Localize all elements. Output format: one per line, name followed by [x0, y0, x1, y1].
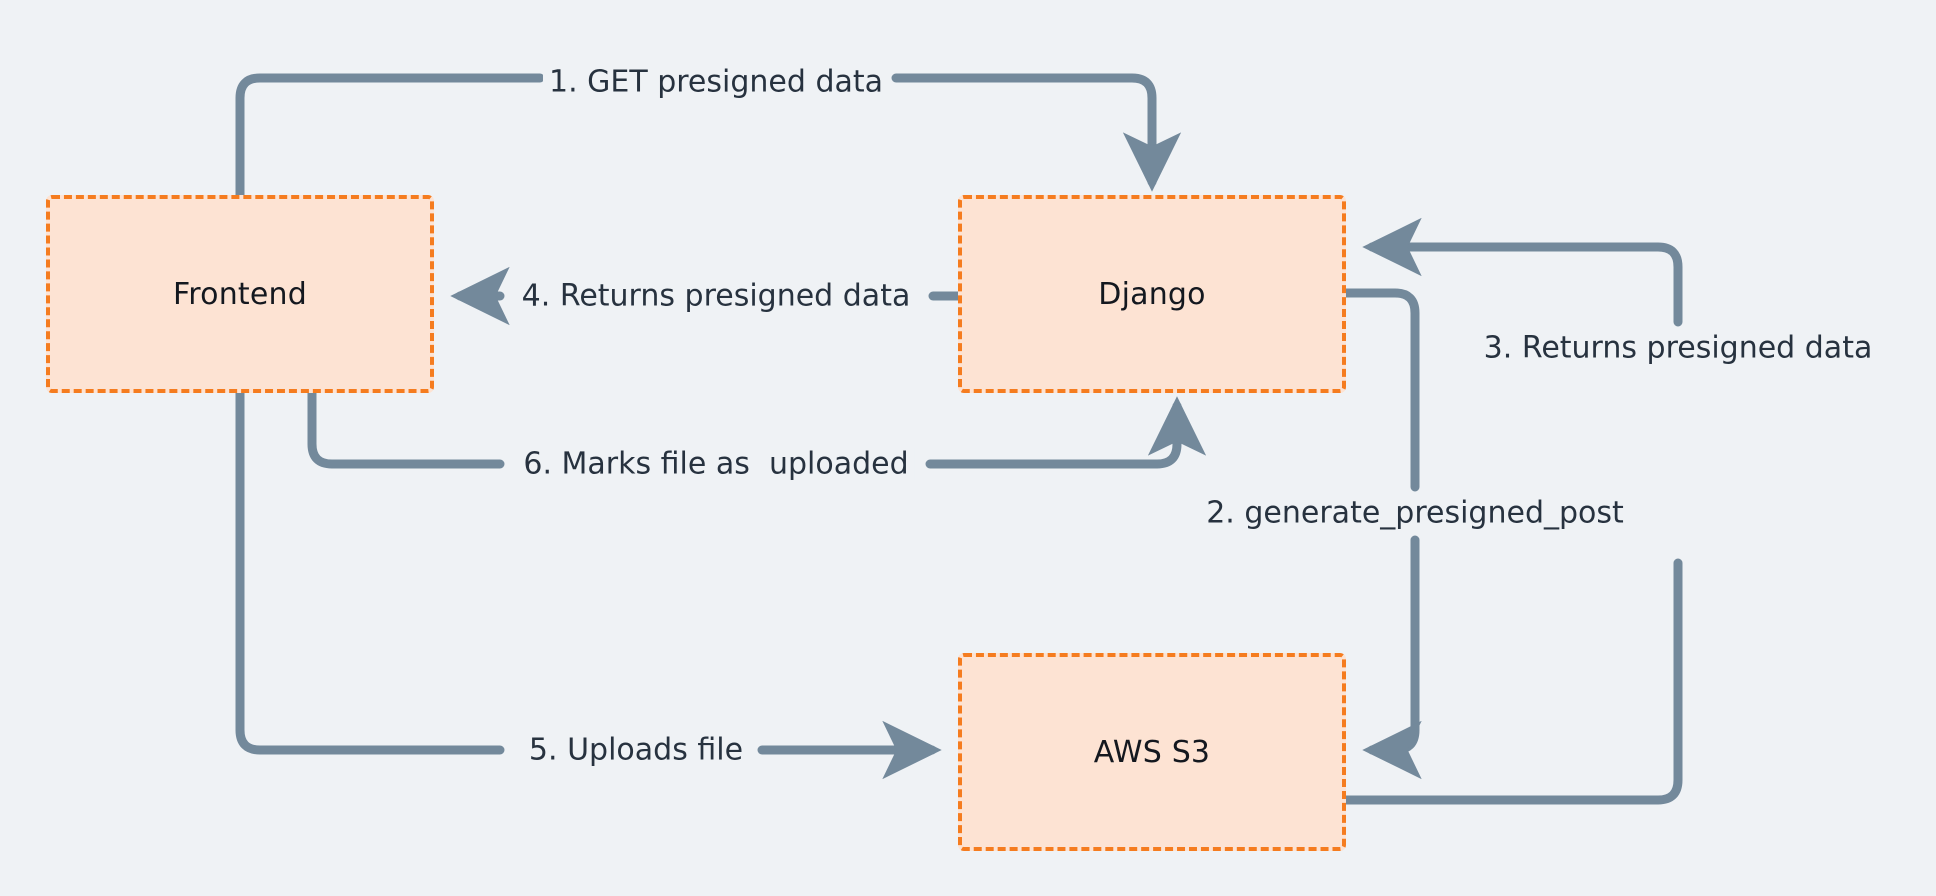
node-frontend[interactable]: Frontend: [46, 195, 434, 393]
node-aws-s3[interactable]: AWS S3: [958, 653, 1346, 851]
node-django[interactable]: Django: [958, 195, 1346, 393]
node-frontend-label: Frontend: [173, 276, 307, 312]
connector-6-marks-file-as-uploaded: [307, 388, 1207, 469]
connector-1-get-presigned-data: [235, 73, 1182, 200]
node-django-label: Django: [1098, 276, 1206, 312]
connector-3-returns-presigned-data: [1341, 217, 1683, 805]
node-aws-s3-label: AWS S3: [1093, 734, 1211, 770]
connector-2-generate-presigned-post: [1341, 288, 1422, 780]
connector-5-uploads-file: [235, 388, 942, 780]
